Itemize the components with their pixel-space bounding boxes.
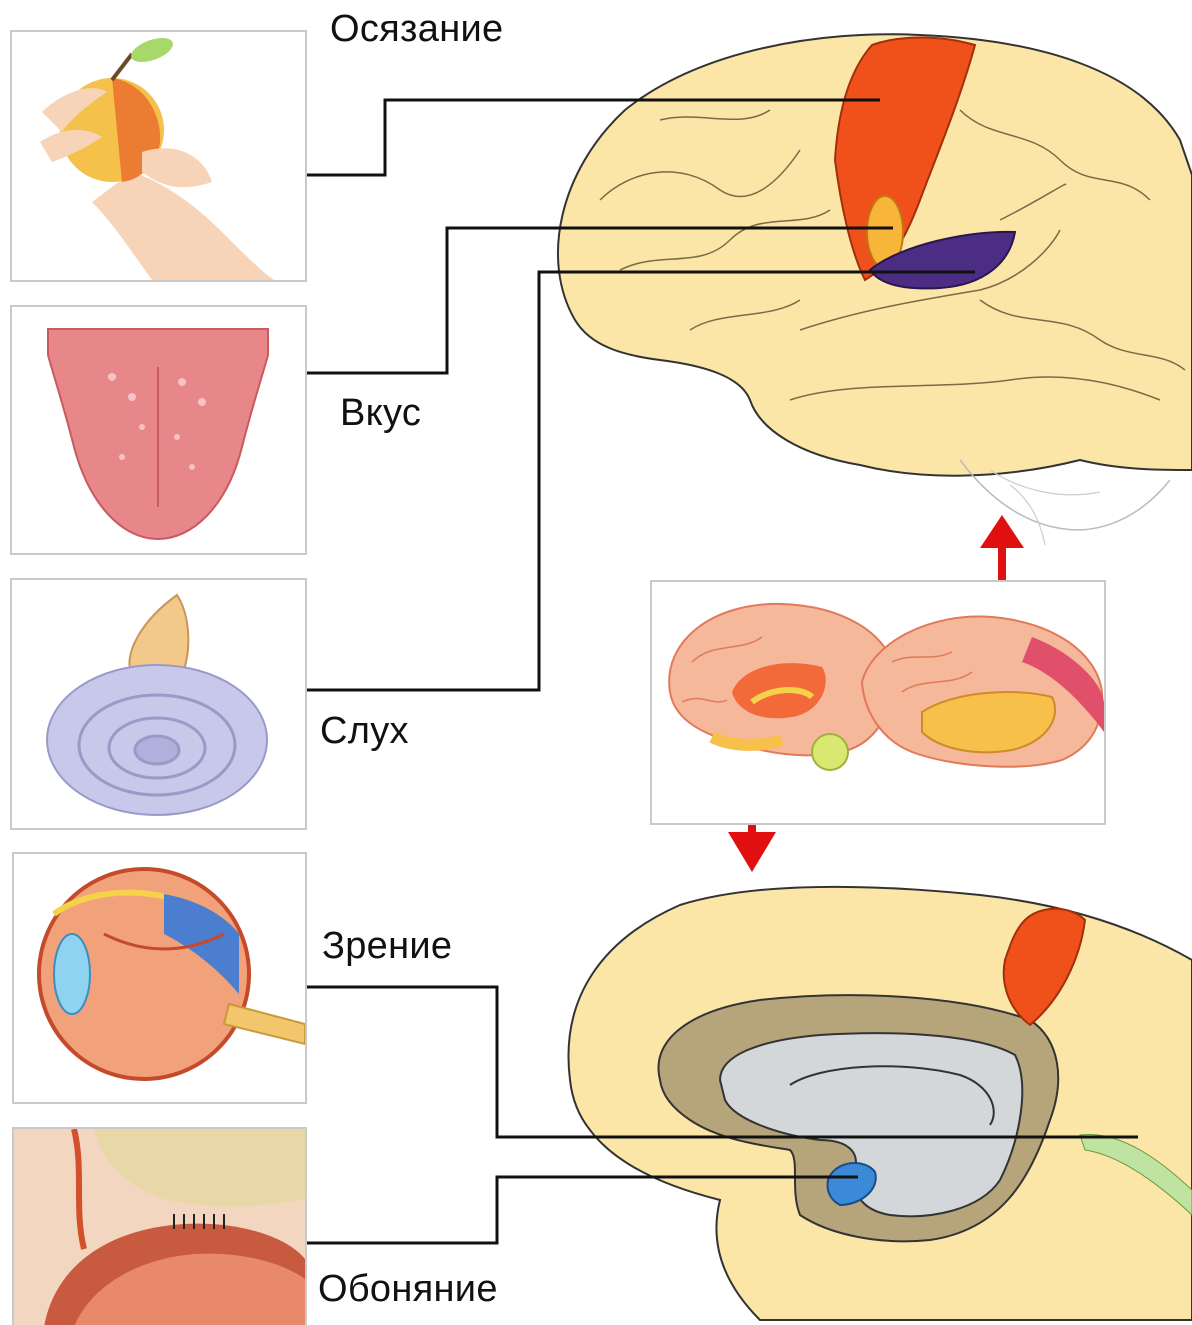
cochlea-icon — [12, 580, 305, 828]
hand-holding-apple-icon — [12, 32, 305, 280]
hearing-image-panel — [10, 578, 307, 830]
label-touch: Осязание — [330, 8, 503, 51]
brain-medial-view — [568, 887, 1192, 1320]
brain-inset-panel — [650, 580, 1106, 825]
tongue-icon — [12, 307, 305, 553]
label-taste: Вкус — [340, 392, 421, 435]
brain-lateral-view — [558, 34, 1192, 545]
touch-image-panel — [10, 30, 307, 282]
label-hearing: Слух — [320, 710, 409, 753]
smell-image-panel — [12, 1127, 307, 1325]
vision-image-panel — [12, 852, 307, 1104]
label-vision: Зрение — [322, 925, 452, 968]
nasal-cavity-icon — [14, 1129, 305, 1325]
label-smell: Обоняние — [318, 1268, 498, 1311]
brain-halves-icon — [652, 582, 1104, 823]
taste-image-panel — [10, 305, 307, 555]
eye-cross-section-icon — [14, 854, 305, 1102]
